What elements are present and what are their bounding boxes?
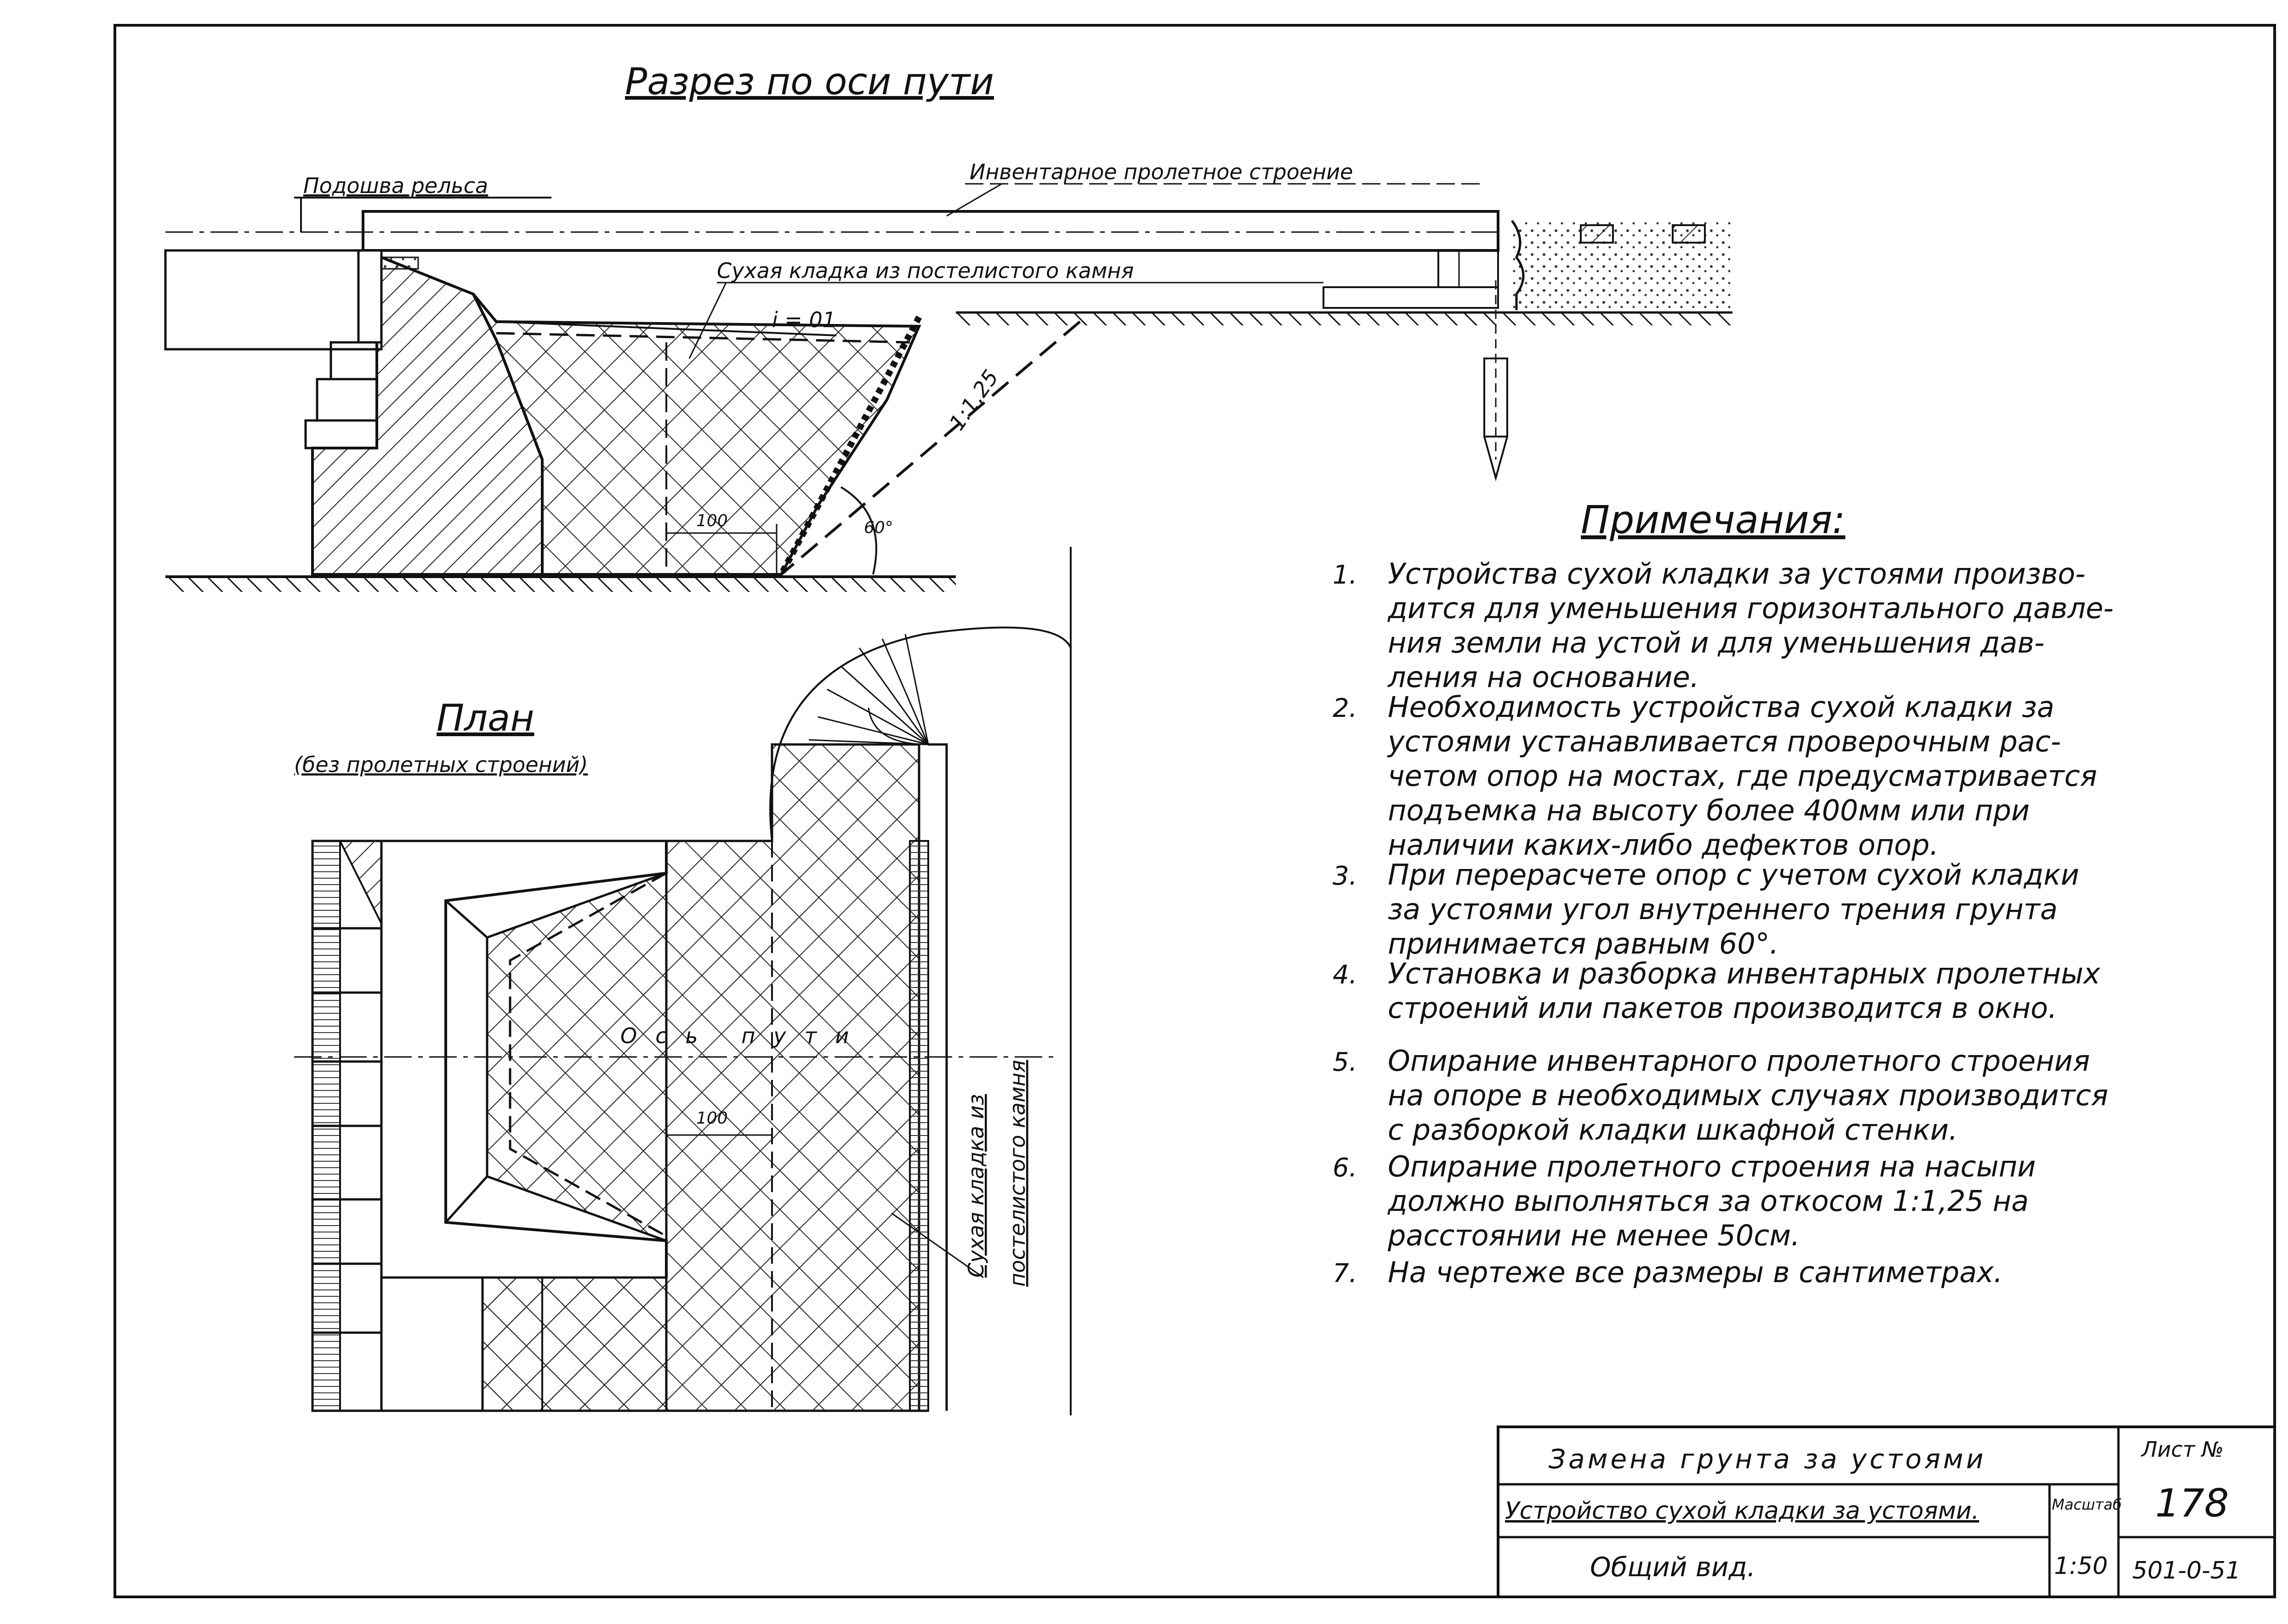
stamp-code: 501-0-51: [2132, 1557, 2241, 1584]
note-2-line-4: подъемка на высоту более 400мм или при: [1388, 794, 2030, 827]
sheet-frame: [114, 24, 2276, 1598]
plan-subtitle: (без пролетных строений): [294, 752, 588, 777]
stamp-subtitle: Устройство сухой кладки за устоями.: [1505, 1497, 1979, 1525]
existing-span-deck: [164, 249, 383, 351]
plan-axis-label: Ось пути: [620, 1023, 867, 1048]
slope-i-label: i = 01: [772, 307, 836, 332]
note-5-line-1: Опирание инвентарного пролетного строени…: [1388, 1044, 2090, 1078]
note-7-num: 7.: [1333, 1259, 1357, 1289]
note-2-line-3: четом опор на мостах, где предусматривае…: [1388, 759, 2097, 793]
note-3-line-2: за устоями угол внутреннего трения грунт…: [1388, 892, 2058, 926]
note-6-line-1: Опирание пролетного строения на насыпи: [1388, 1150, 2036, 1183]
notes-block: Примечания: 1. Устройства сухой кладки з…: [1333, 497, 2113, 1289]
slope-i-line: [496, 321, 837, 336]
note-1-num: 1.: [1333, 560, 1357, 590]
angle-arc: [840, 486, 877, 575]
abutment-ballast-wall: [357, 249, 383, 344]
bearing-block: [329, 341, 378, 380]
abutment-cap-dots: [380, 256, 419, 270]
note-6-line-2: должно выполняться за откосом 1:1,25 на: [1387, 1184, 2029, 1218]
pile-tip: [1483, 436, 1508, 482]
note-1-line-1: Устройства сухой кладки за устоями произ…: [1388, 557, 2085, 591]
section-title: Разрез по оси пути: [625, 60, 994, 103]
dry-masonry-pointer: [688, 282, 727, 359]
rail-base-label: Подошва рельса: [303, 173, 488, 198]
dry-masonry-slope: [778, 315, 922, 576]
section-dim-100: 100: [696, 511, 728, 530]
ballast-edge: [1510, 220, 1525, 310]
inventory-span-end-block: [1437, 250, 1499, 288]
angle-label: 60°: [864, 518, 893, 537]
note-6-num: 6.: [1333, 1153, 1357, 1183]
note-4-line-2: строений или пакетов производится в окно…: [1388, 991, 2057, 1025]
plan-title: План: [437, 697, 534, 739]
note-3-line-1: При перерасчете опор с учетом сухой клад…: [1388, 858, 2079, 891]
title-stamp: Замена грунта за устоями Устройство сухо…: [1497, 1425, 2276, 1598]
slope-ratio-label: 1:1,25: [944, 365, 1004, 435]
plan-dry-masonry-right-brick: [909, 840, 929, 1412]
plan-dry-masonry-pointer: [891, 1212, 984, 1278]
ground-hatch-base: [165, 578, 956, 592]
note-2-num: 2.: [1333, 693, 1357, 723]
stamp-sheet-number: 178: [2155, 1481, 2229, 1526]
note-1-line-4: ления на основание.: [1387, 660, 1699, 694]
plan-dim-100: 100: [696, 1109, 728, 1128]
note-2-line-5: наличии каких-либо дефектов опор.: [1388, 828, 1939, 862]
plan-dry-masonry-left: [481, 1276, 668, 1412]
stamp-frame: [1497, 1425, 2276, 1598]
span-bearing-right: [1323, 286, 1499, 309]
plan-left-corner-hatch: [338, 840, 382, 924]
note-2-line-2: устоями устанавливается проверочным рас-: [1387, 725, 2061, 758]
section-view: Разрез по оси пути Подошва рельса Инвент…: [164, 60, 1732, 592]
bearing-base: [304, 419, 378, 449]
sleeper-1: [1580, 224, 1614, 244]
note-3-line-3: принимается равным 60°.: [1388, 927, 1779, 960]
note-4-line-1: Установка и разборка инвентарных пролетн…: [1388, 957, 2101, 990]
plan-cone-arc: [769, 626, 1072, 841]
slope-line-dashed: [780, 320, 1081, 576]
note-6-line-3: расстоянии не менее 50см.: [1387, 1219, 1800, 1252]
plan-cone-radials: [808, 634, 929, 745]
inventory-span-beam: [362, 210, 1499, 252]
note-4-num: 4.: [1333, 960, 1357, 990]
note-3-num: 3.: [1333, 861, 1357, 891]
plan-dashed-outline: [509, 872, 667, 1238]
sleeper-2: [1672, 224, 1706, 244]
plan-embankment-line: [928, 743, 948, 1411]
abutment-body: [311, 256, 544, 576]
stamp-title: Замена грунта за устоями: [1549, 1443, 1986, 1475]
note-5-line-2: на опоре в необходимых случаях производи…: [1388, 1079, 2108, 1112]
inventory-span-label: Инвентарное пролетное строение: [970, 159, 1353, 184]
stamp-view: Общий вид.: [1590, 1551, 1755, 1583]
note-1-line-2: дится для уменьшения горизонтального дав…: [1387, 591, 2113, 625]
plan-dry-masonry-label-2: постелистого камня: [1005, 1060, 1030, 1287]
ground-hatch-upper: [956, 312, 1732, 325]
plan-view: План (без пролетных строений): [294, 547, 1072, 1415]
stamp-scale-value: 1:50: [2054, 1552, 2108, 1580]
dashed-top-line: [496, 332, 910, 344]
note-2-line-1: Необходимость устройства сухой кладки за: [1388, 690, 2055, 724]
note-1-line-3: ния земли на устой и для уменьшения дав-: [1388, 626, 2044, 659]
bearing-block-lower: [316, 378, 378, 422]
plan-dry-masonry-label-1: Сухая кладка из: [964, 1094, 988, 1278]
stamp-scale-label: Масштаб: [2052, 1496, 2122, 1513]
note-5-num: 5.: [1333, 1047, 1357, 1077]
dry-masonry-label: Сухая кладка из постелистого камня: [717, 258, 1134, 283]
note-5-line-3: с разборкой кладки шкафной стенки.: [1388, 1113, 1958, 1147]
notes-heading: Примечания:: [1581, 497, 1845, 542]
stamp-sheet-label: Лист №: [2140, 1437, 2224, 1462]
note-7-line-1: На чертеже все размеры в сантиметрах.: [1388, 1255, 2003, 1289]
